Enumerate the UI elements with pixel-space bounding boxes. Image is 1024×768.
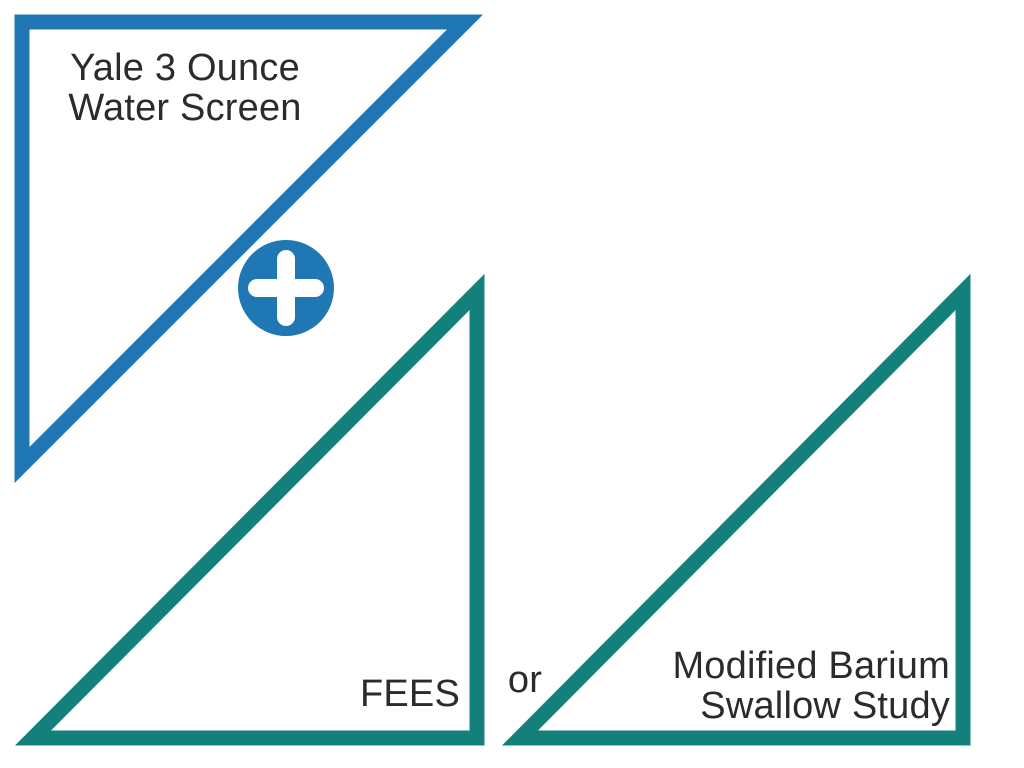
yale-screen-label: Yale 3 Ounce Water Screen (30, 48, 340, 128)
mbs-label: Modified Barium Swallow Study (600, 646, 950, 726)
yale-screen-label-line1: Yale 3 Ounce (70, 47, 300, 89)
mbs-triangle (501, 273, 971, 746)
mbs-label-line1: Modified Barium (672, 645, 950, 687)
mbs-label-line2: Swallow Study (700, 685, 950, 727)
yale-screen-triangle (14, 14, 484, 484)
fees-triangle (14, 273, 485, 746)
yale-screen-label-line2: Water Screen (68, 87, 302, 129)
fees-label: FEES (359, 673, 460, 715)
plus-icon (238, 240, 334, 336)
or-connector-label: or (507, 659, 543, 701)
